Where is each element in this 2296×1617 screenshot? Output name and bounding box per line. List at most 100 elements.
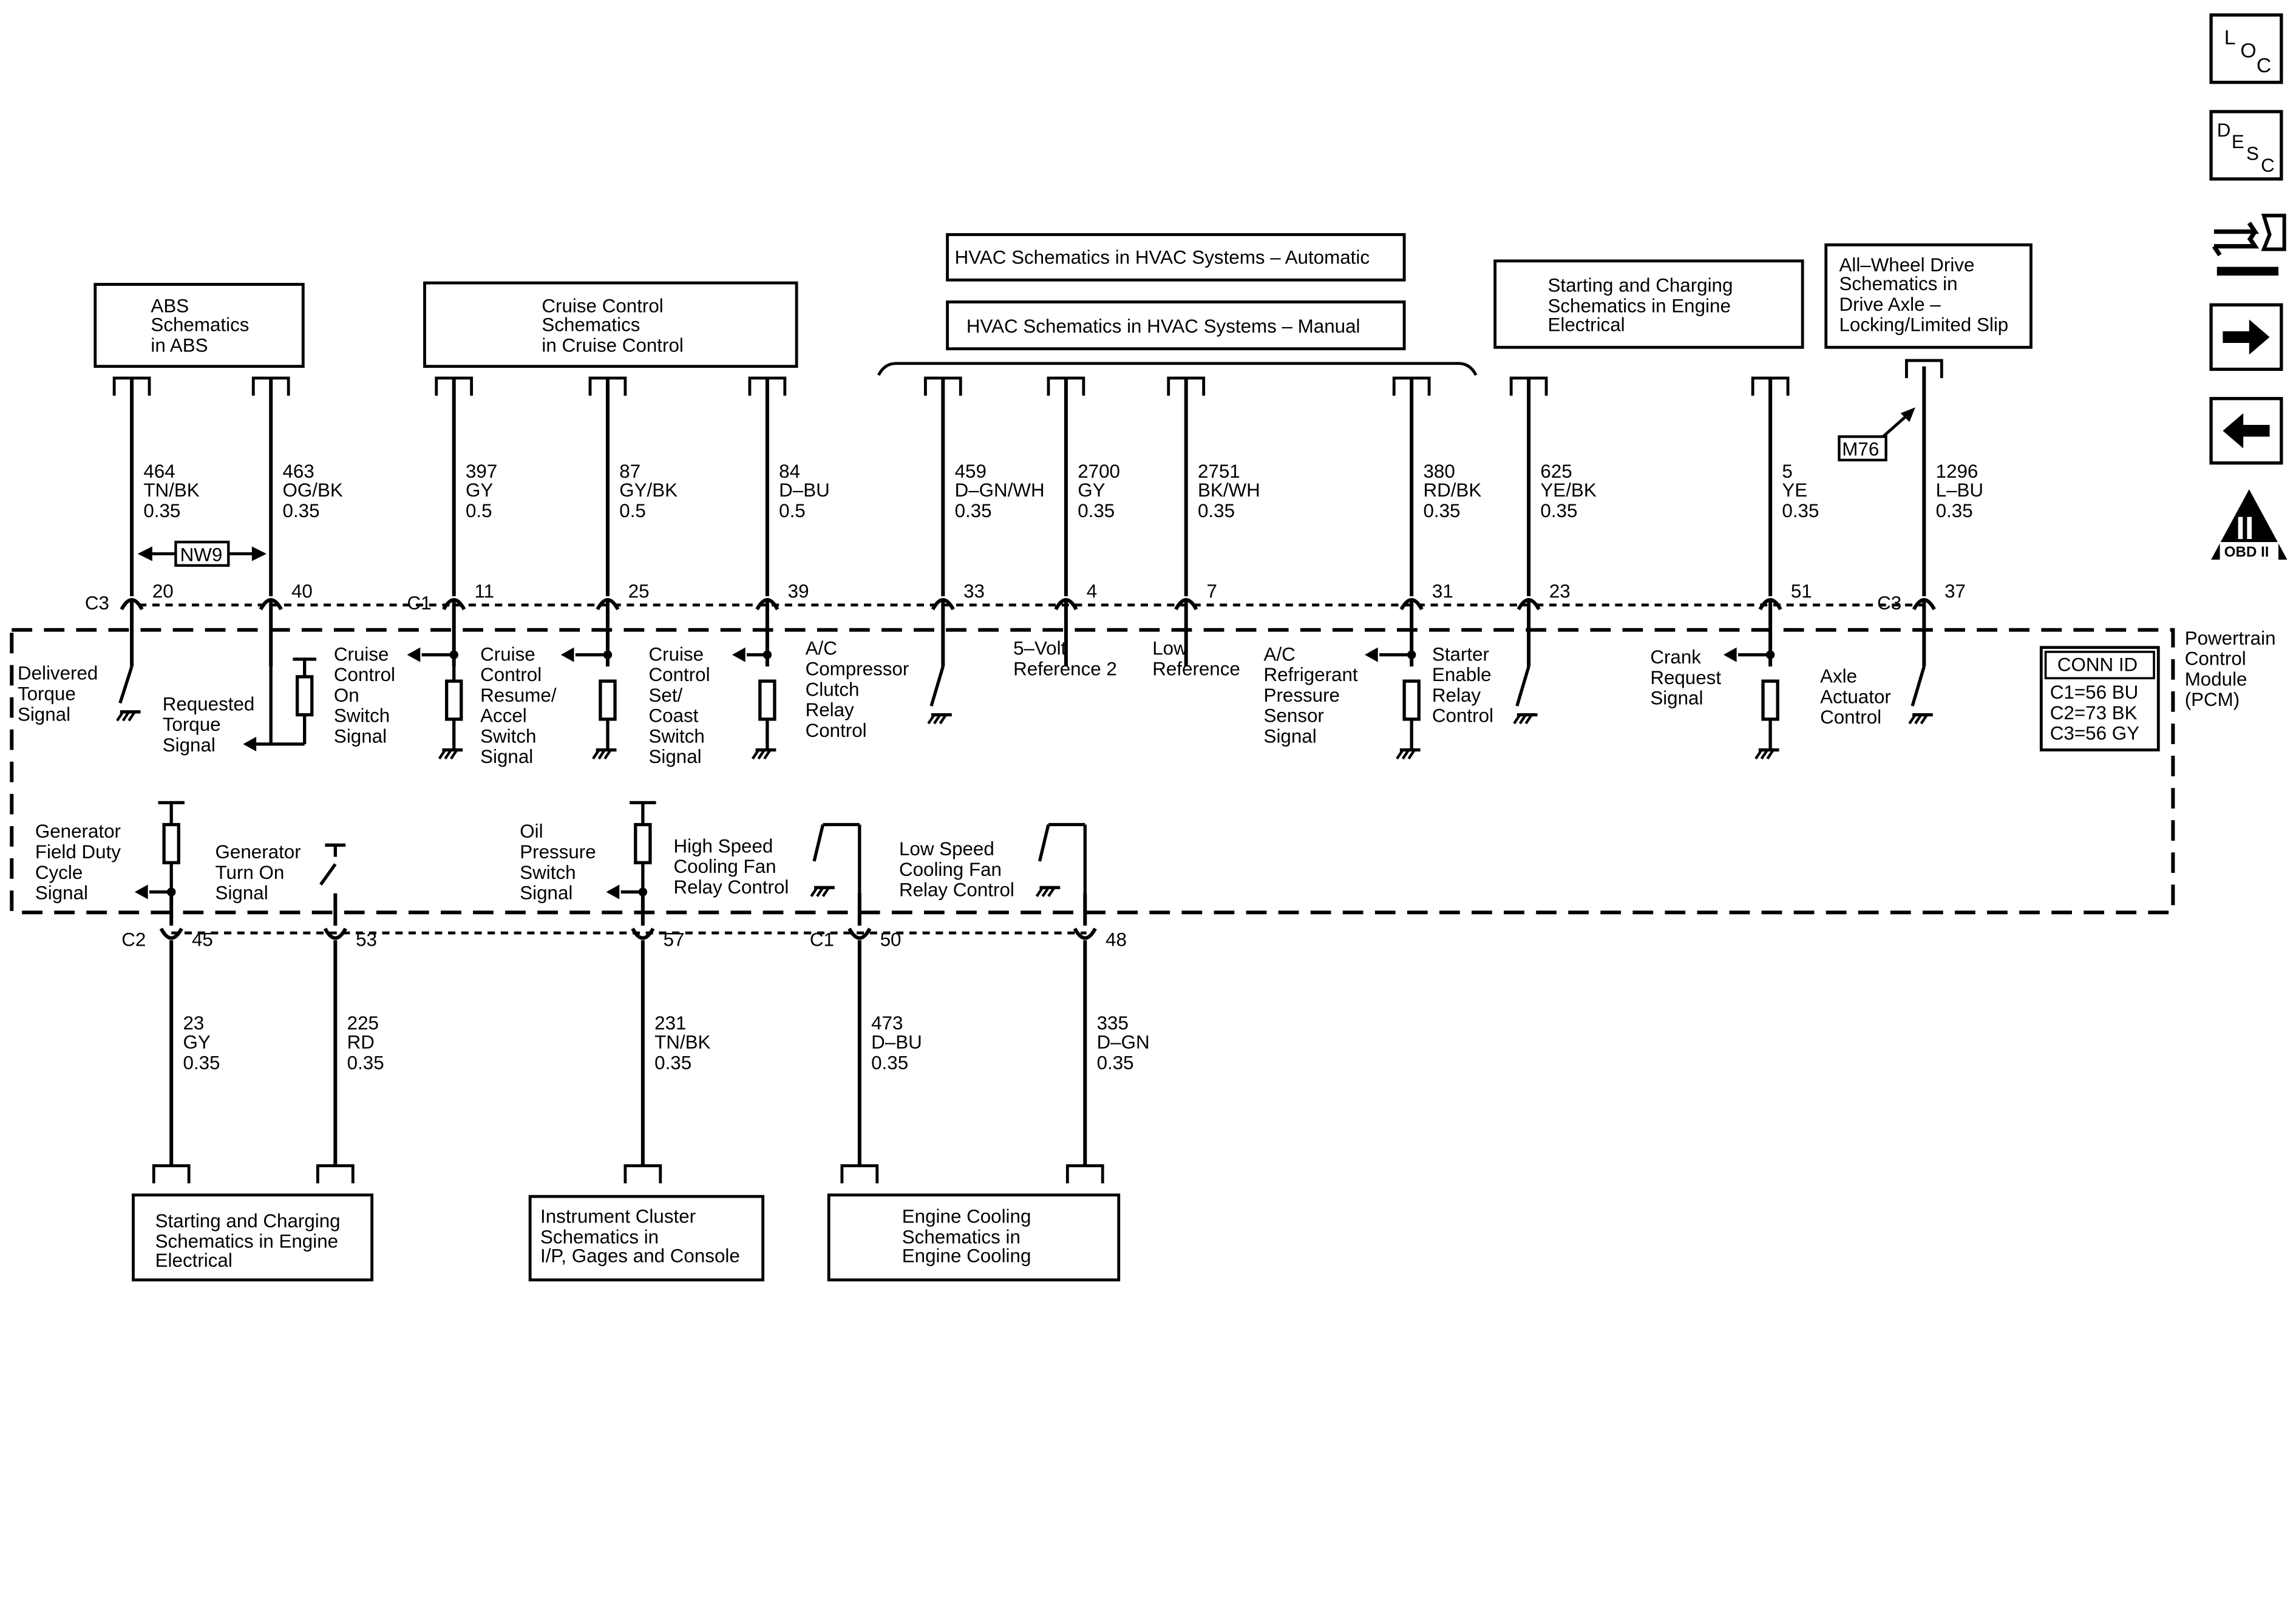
obd2-icon[interactable]: II OBD II bbox=[2211, 489, 2288, 560]
pin-arch bbox=[596, 598, 620, 611]
starting-charging-schematic-link-bottom[interactable]: Starting and Charging Schematics in Engi… bbox=[132, 1193, 374, 1282]
signal-text: Cruise bbox=[334, 643, 389, 665]
signal-text: Request bbox=[1650, 667, 1721, 688]
svg-text:HVAC Schematics in HVAC System: HVAC Schematics in HVAC Systems – Manual bbox=[966, 316, 1360, 337]
next-page-icon[interactable] bbox=[2209, 303, 2283, 371]
pin-number: 51 bbox=[1791, 581, 1812, 602]
wire-color: TN/BK bbox=[654, 1032, 710, 1053]
signal-text: Signal bbox=[216, 883, 268, 904]
wire-size: 0.35 bbox=[1423, 500, 1460, 521]
hvac-manual-schematic-link[interactable]: HVAC Schematics in HVAC Systems – Manual bbox=[946, 300, 1406, 351]
cruise-control-schematic-link[interactable]: Cruise Control Schematics in Cruise Cont… bbox=[423, 281, 798, 368]
svg-text:O: O bbox=[2240, 39, 2256, 63]
loc-icon[interactable]: L O C bbox=[2209, 13, 2283, 84]
wire-terminal bbox=[316, 1164, 355, 1184]
resistor-symbol bbox=[445, 679, 463, 721]
signal-text: Enable bbox=[1432, 664, 1492, 685]
signal-text: Pressure bbox=[1264, 685, 1340, 706]
ground-symbol bbox=[438, 748, 463, 760]
resistor-symbol bbox=[599, 679, 617, 721]
switch-contact bbox=[812, 824, 825, 862]
ground-symbol bbox=[751, 748, 776, 760]
connector-id: C3 bbox=[85, 592, 109, 614]
wire-color: RD/BK bbox=[1423, 480, 1481, 501]
circuit-number: 463 bbox=[283, 461, 314, 482]
top-wire-84: 84D–BU0.539 bbox=[748, 376, 830, 667]
svg-text:Engine Cooling: Engine Cooling bbox=[902, 1246, 1031, 1267]
signal-arrow bbox=[243, 736, 257, 751]
svg-text:CONN ID: CONN ID bbox=[2057, 654, 2138, 675]
instrument-cluster-schematic-link[interactable]: Instrument Cluster Schematics in I/P, Ga… bbox=[528, 1195, 765, 1282]
signal-text: Switch bbox=[480, 725, 536, 747]
pin-arch bbox=[1073, 927, 1097, 940]
hvac-automatic-schematic-link[interactable]: HVAC Schematics in HVAC Systems – Automa… bbox=[946, 233, 1406, 282]
signal-arrow bbox=[407, 647, 421, 662]
pin-arch bbox=[1912, 598, 1936, 611]
wire-size: 0.35 bbox=[347, 1052, 384, 1073]
signal-text: Delivered bbox=[18, 663, 98, 684]
connector-id: C1 bbox=[810, 929, 834, 951]
desc-icon[interactable]: D E S C bbox=[2209, 110, 2283, 181]
svg-text:E: E bbox=[2232, 131, 2244, 152]
signal-text: A/C bbox=[806, 638, 837, 659]
svg-text:(PCM): (PCM) bbox=[2185, 689, 2240, 710]
circuit-number: 380 bbox=[1423, 461, 1455, 482]
starting-charging-schematic-link-top[interactable]: Starting and Charging Schematics in Engi… bbox=[1493, 259, 1804, 349]
signal-text: On bbox=[334, 685, 359, 706]
pin-arch bbox=[931, 598, 955, 611]
signal-text: Reference 2 bbox=[1013, 659, 1117, 680]
abs-schematic-link[interactable]: ABS Schematics in ABS bbox=[93, 283, 305, 368]
signal-text: Starter bbox=[1432, 643, 1489, 665]
signal-text: Signal bbox=[18, 703, 70, 725]
svg-text:C3=56 GY: C3=56 GY bbox=[2050, 723, 2139, 744]
engine-cooling-schematic-link[interactable]: Engine Cooling Schematics in Engine Cool… bbox=[827, 1193, 1121, 1282]
wire-color: TN/BK bbox=[143, 480, 199, 501]
pin-number: 33 bbox=[963, 581, 985, 602]
pin-number: 53 bbox=[356, 929, 377, 951]
pin-arch bbox=[442, 598, 466, 611]
signal-text: Compressor bbox=[806, 659, 909, 680]
circuit-number: 84 bbox=[779, 461, 800, 482]
svg-text:Starting and Charging: Starting and Charging bbox=[155, 1210, 341, 1232]
ground-symbol bbox=[116, 710, 141, 722]
awd-schematic-link[interactable]: All–Wheel Drive Schematics in Drive Axle… bbox=[1824, 243, 2033, 349]
pin-arch bbox=[755, 598, 779, 611]
signal-text: Control bbox=[649, 664, 710, 685]
switch-contact bbox=[1515, 666, 1530, 707]
signal-text: Torque bbox=[18, 683, 76, 705]
signal-text: Generator bbox=[216, 841, 301, 863]
previous-page-icon[interactable] bbox=[2209, 396, 2283, 465]
pin-number: 7 bbox=[1206, 581, 1217, 602]
connector-tool-icon[interactable] bbox=[2212, 214, 2286, 276]
wire-size: 0.35 bbox=[1198, 500, 1235, 521]
signal-text: Signal bbox=[1264, 725, 1317, 747]
svg-text:Electrical: Electrical bbox=[1547, 314, 1625, 336]
signal-text: High Speed bbox=[674, 835, 773, 856]
pin-number: 20 bbox=[152, 581, 174, 602]
ground-symbol bbox=[1035, 886, 1061, 897]
pin-arch bbox=[159, 927, 183, 940]
internal-circuit-symbols bbox=[116, 647, 1933, 926]
svg-text:Locking/Limited Slip: Locking/Limited Slip bbox=[1839, 314, 2008, 336]
wire-terminal bbox=[152, 1164, 191, 1184]
ground-symbol bbox=[1908, 713, 1933, 725]
wire-color: RD bbox=[347, 1032, 375, 1053]
svg-text:Schematics in Engine: Schematics in Engine bbox=[1547, 295, 1730, 316]
circuit-number: 231 bbox=[654, 1012, 686, 1034]
pin-number: 11 bbox=[474, 581, 494, 602]
wire-size: 0.35 bbox=[143, 500, 180, 521]
wire-color: GY bbox=[466, 480, 493, 501]
wire-color: D–BU bbox=[779, 480, 830, 501]
signal-text: Pressure bbox=[520, 841, 596, 863]
ground-symbol bbox=[1513, 713, 1538, 725]
signal-text: Control bbox=[1820, 707, 1881, 728]
wire-size: 0.35 bbox=[871, 1052, 908, 1073]
signal-text: Signal bbox=[1650, 688, 1703, 709]
